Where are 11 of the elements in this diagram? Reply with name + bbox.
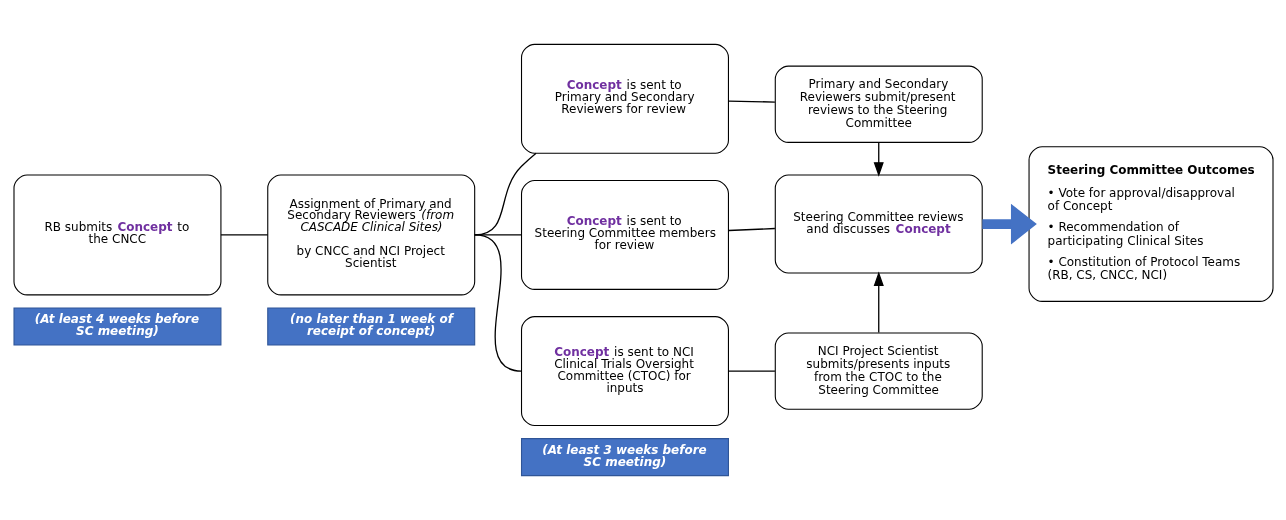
connector — [727, 227, 776, 232]
node-label: (no later than 1 week of receipt of concept) — [289, 311, 453, 338]
connector — [727, 100, 776, 103]
connector — [727, 370, 776, 372]
connector — [219, 234, 268, 236]
node-label: (At least 3 weeks before SC meeting) — [541, 442, 707, 469]
arrow — [873, 271, 884, 334]
arrow — [981, 203, 1037, 245]
connector — [473, 234, 522, 372]
arrow — [873, 141, 884, 177]
node-label: (At least 4 weeks before SC meeting) — [34, 311, 199, 338]
